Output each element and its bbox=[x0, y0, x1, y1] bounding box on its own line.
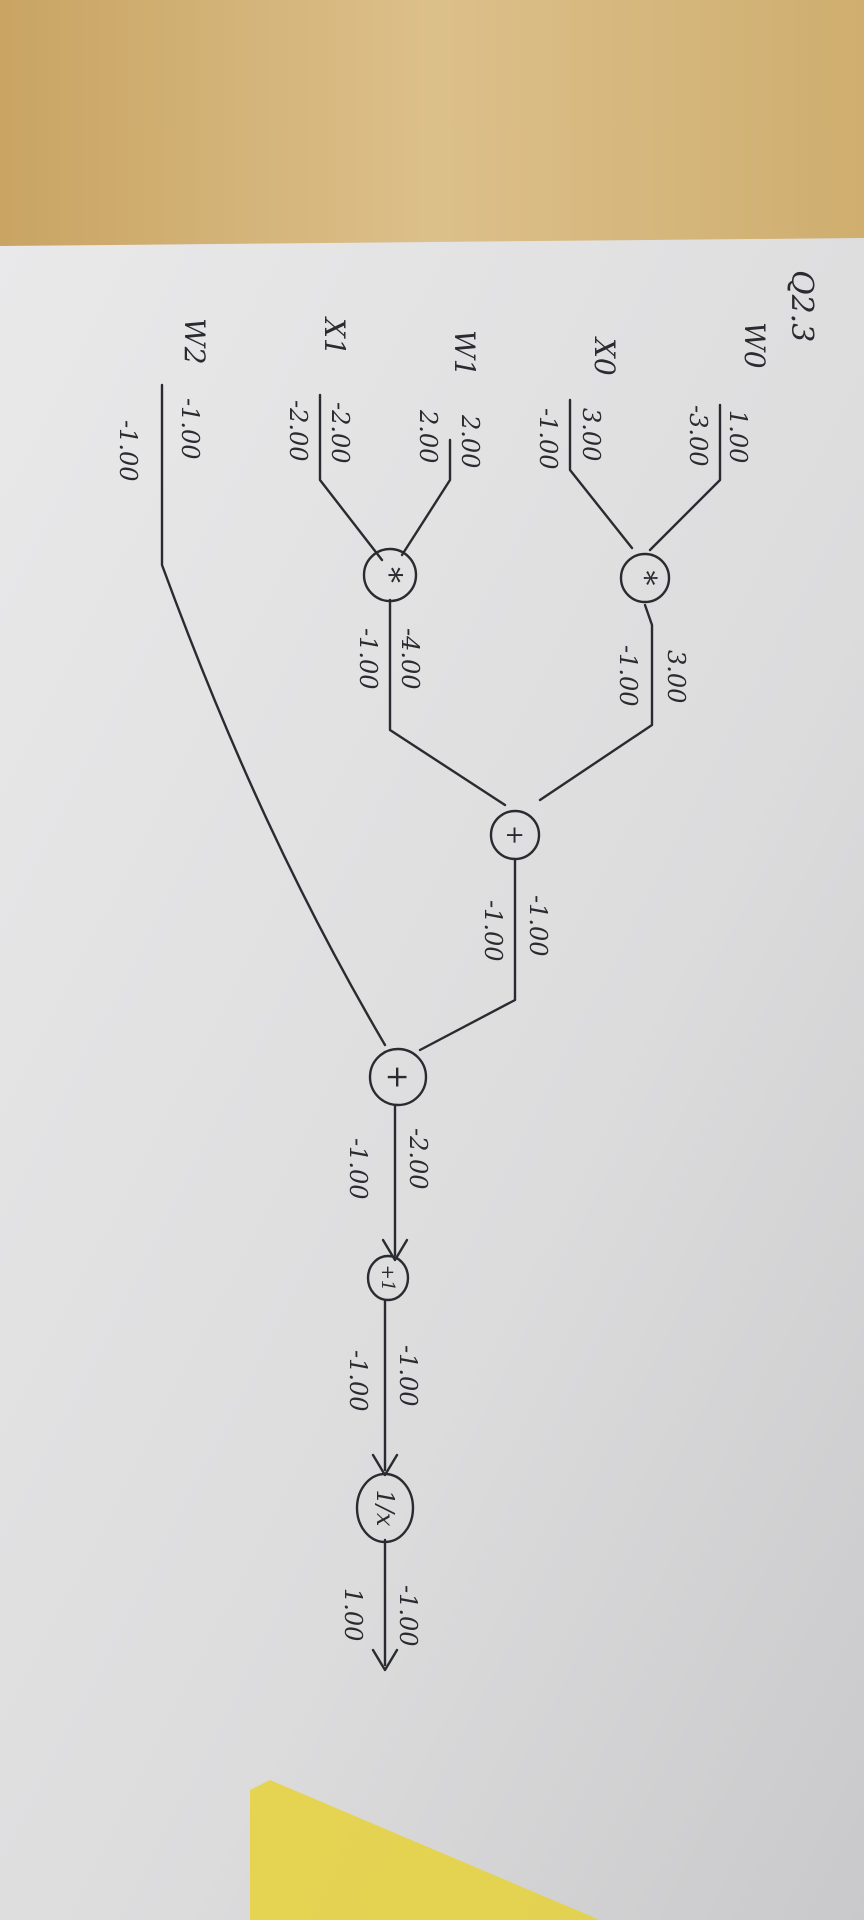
wire-x0 bbox=[568, 398, 634, 550]
edge-mul1-out-grad: -1.00 bbox=[354, 628, 382, 690]
arrow-recip-out bbox=[371, 1648, 399, 1672]
paper-sheet bbox=[0, 238, 864, 1920]
edge-mul0-out-grad: -1.00 bbox=[614, 645, 642, 707]
input-x0-forward: 3.00 bbox=[577, 408, 605, 461]
input-w2-grad: -1.00 bbox=[114, 420, 142, 482]
input-w1-grad: 2.00 bbox=[414, 409, 442, 463]
node-recip-circle bbox=[355, 1472, 415, 1544]
wire-w0 bbox=[648, 403, 722, 552]
input-w1-forward: 2.00 bbox=[456, 414, 484, 468]
node-add0-circle bbox=[489, 809, 541, 861]
input-w0-forward: 1.00 bbox=[724, 410, 752, 463]
edge-mul0-out-forward: 3.00 bbox=[662, 650, 690, 703]
edge-recip-out-grad: 1.00 bbox=[339, 1588, 367, 1641]
input-w2-name: W2 bbox=[178, 318, 211, 365]
node-recip-op: 1/x bbox=[371, 1490, 399, 1527]
input-w2-forward: -1.00 bbox=[176, 398, 204, 460]
node-plus1-circle bbox=[366, 1254, 410, 1302]
wire-w2 bbox=[160, 383, 387, 1047]
node-add1-circle bbox=[368, 1047, 428, 1107]
arrow-add1-out bbox=[381, 1238, 409, 1262]
input-x1-forward: -2.00 bbox=[326, 402, 354, 464]
node-mul1-circle bbox=[362, 547, 418, 603]
input-x0-name: X0 bbox=[588, 336, 621, 376]
edge-add1-out-grad: -1.00 bbox=[344, 1138, 372, 1200]
input-x1-name: X1 bbox=[318, 316, 351, 356]
edge-plus1-out-grad: -1.00 bbox=[344, 1350, 372, 1412]
wood-surface bbox=[0, 0, 864, 250]
wire-mul1-out bbox=[388, 598, 507, 807]
computational-graph: * * + + +1 1/x Q2.3 W0 X0 W1 X1 W2 1.00 … bbox=[114, 270, 819, 1672]
wire-w1 bbox=[400, 438, 452, 557]
node-add1-op: + bbox=[380, 1064, 415, 1089]
node-mul1-op: * bbox=[371, 567, 409, 583]
edge-add1-out-forward: -2.00 bbox=[404, 1128, 432, 1190]
wire-add0-out bbox=[418, 858, 517, 1052]
edge-recip-out-forward: -1.00 bbox=[394, 1585, 422, 1647]
edge-add0-out-forward: -1.00 bbox=[524, 895, 552, 957]
input-w1-name: W1 bbox=[448, 330, 481, 377]
yellow-edge bbox=[250, 1780, 600, 1920]
edge-plus1-out-forward: -1.00 bbox=[394, 1345, 422, 1407]
node-mul0-op: * bbox=[627, 571, 662, 586]
edge-mul1-out-forward: -4.00 bbox=[396, 628, 424, 690]
edge-add0-out-grad: -1.00 bbox=[479, 900, 507, 962]
input-x0-grad: -1.00 bbox=[534, 408, 562, 470]
input-x1-grad: -2.00 bbox=[284, 400, 312, 462]
input-w0-name: W0 bbox=[738, 322, 771, 369]
wire-mul0-out bbox=[538, 603, 654, 802]
question-label: Q2.3 bbox=[784, 270, 819, 342]
input-w0-grad: -3.00 bbox=[684, 405, 712, 467]
node-mul0-circle bbox=[619, 552, 671, 604]
node-add0-op: + bbox=[501, 825, 529, 845]
node-plus1-op: +1 bbox=[377, 1265, 398, 1292]
wire-x1 bbox=[318, 393, 384, 562]
